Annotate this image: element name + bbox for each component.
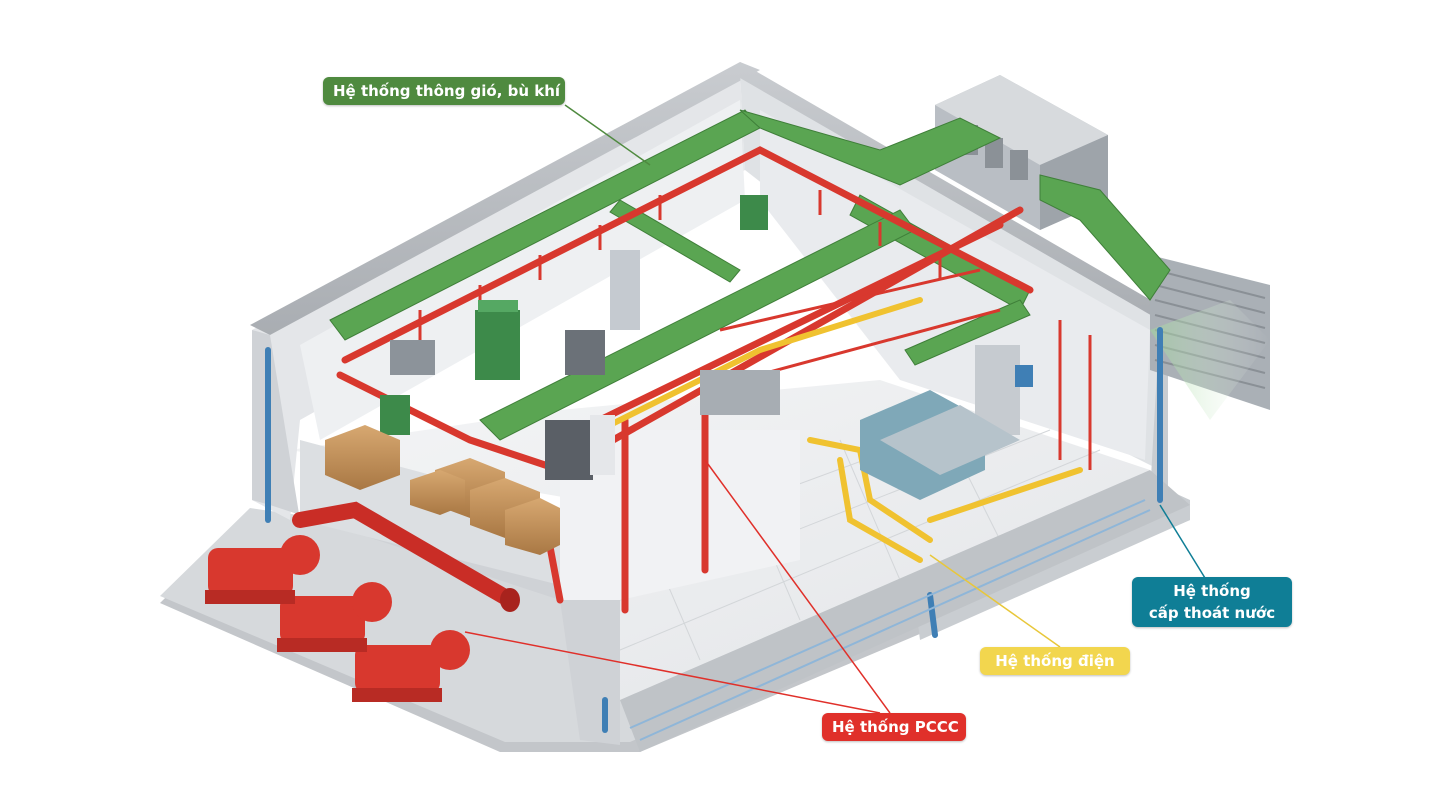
water-supply-drainage-label: Hệ thống cấp thoát nước <box>1132 577 1292 627</box>
ventilation-system-label: Hệ thống thông gió, bù khí <box>323 77 565 105</box>
water-label-line2: cấp thoát nước <box>1138 602 1286 624</box>
water-label-line1: Hệ thống <box>1138 580 1286 602</box>
fire-protection-system-label: Hệ thống PCCC <box>822 713 966 741</box>
electrical-system-label: Hệ thống điện <box>980 647 1130 675</box>
